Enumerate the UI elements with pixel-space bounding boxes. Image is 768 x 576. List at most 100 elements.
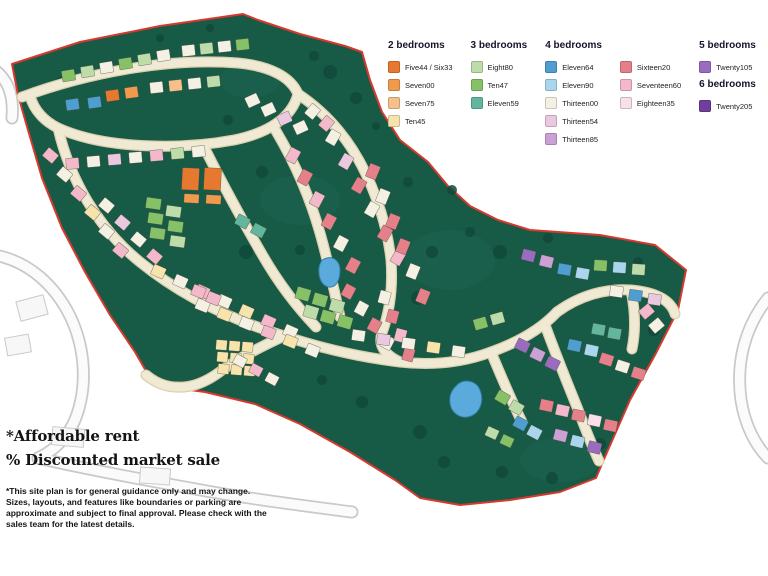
tree <box>426 246 438 258</box>
house <box>363 200 381 219</box>
house <box>609 285 624 298</box>
house <box>205 290 222 307</box>
house <box>149 226 166 241</box>
house <box>318 115 335 132</box>
house <box>385 308 400 325</box>
legend-color-swatch <box>619 79 632 91</box>
house <box>244 92 261 109</box>
house <box>426 341 441 354</box>
house <box>165 204 182 219</box>
house <box>105 89 120 102</box>
legend-item-label: Thirteen54 <box>562 116 599 126</box>
tree <box>323 65 337 79</box>
house <box>529 346 546 363</box>
house <box>147 211 164 226</box>
legend-color-swatch <box>470 61 483 73</box>
house <box>630 366 647 381</box>
house <box>235 38 250 51</box>
house <box>284 146 302 165</box>
house <box>350 176 368 195</box>
house <box>375 187 391 206</box>
house <box>169 234 186 249</box>
house <box>566 338 583 353</box>
house <box>215 339 228 351</box>
house <box>319 309 337 325</box>
house <box>628 289 643 302</box>
legend-item-label: Five44 / Six33 <box>405 62 453 72</box>
house <box>614 359 631 374</box>
house <box>401 337 416 350</box>
house <box>586 440 603 455</box>
house <box>183 193 200 204</box>
legend-item-label: Seventeen60 <box>636 80 682 90</box>
legend-group-title: 6 bedrooms <box>699 79 756 90</box>
house <box>146 248 163 265</box>
house <box>260 101 277 118</box>
house <box>385 212 401 231</box>
legend-item: Twenty205 <box>699 100 756 112</box>
house <box>124 86 139 99</box>
legend-item-label: Eight80 <box>487 62 513 72</box>
house <box>569 434 586 449</box>
house <box>234 213 251 230</box>
house <box>376 333 391 346</box>
house <box>593 259 608 272</box>
house <box>508 399 525 416</box>
house <box>631 263 646 276</box>
house <box>194 297 211 314</box>
house <box>591 322 606 337</box>
legend-item: Eleven64 <box>545 61 602 73</box>
tree <box>496 466 508 478</box>
tree <box>465 227 475 237</box>
house <box>149 81 164 94</box>
tree <box>413 425 427 439</box>
house <box>250 222 267 239</box>
house <box>276 110 293 127</box>
house <box>86 155 101 168</box>
legend-item: Ten45 <box>388 115 453 127</box>
existing-building <box>138 466 172 486</box>
house <box>612 261 627 274</box>
tree <box>206 24 214 32</box>
tree <box>350 92 362 104</box>
existing-building <box>50 426 86 448</box>
tree <box>295 245 305 255</box>
legend-color-swatch <box>545 61 558 73</box>
legend-item: Ten47 <box>470 79 528 91</box>
legend-group-title: 3 bedrooms <box>470 40 528 51</box>
house <box>336 314 354 330</box>
house <box>607 326 622 341</box>
legend-color-swatch <box>619 61 632 73</box>
existing-road <box>740 298 768 458</box>
house <box>107 153 122 166</box>
house <box>520 248 537 263</box>
house <box>80 64 95 79</box>
house <box>514 337 531 354</box>
house <box>65 98 80 111</box>
tree <box>256 166 268 178</box>
house <box>70 185 87 202</box>
existing-building <box>4 333 32 357</box>
house <box>216 306 233 323</box>
house <box>65 157 80 170</box>
house <box>56 166 73 183</box>
legend-item-label: Seven00 <box>405 80 435 90</box>
house <box>538 398 555 413</box>
legend-item-label: Eleven90 <box>562 80 594 90</box>
legend-color-swatch <box>545 115 558 127</box>
house <box>638 303 655 320</box>
legend-color-swatch <box>545 97 558 109</box>
house <box>205 194 222 205</box>
house <box>366 317 383 334</box>
legend-item: Twenty105 <box>699 61 756 73</box>
house <box>128 151 143 164</box>
house <box>87 96 102 109</box>
house <box>172 273 189 290</box>
house <box>451 345 466 358</box>
house <box>337 152 355 171</box>
legend-group-title: 2 bedrooms <box>388 40 445 51</box>
house <box>168 79 183 92</box>
legend-item: Thirteen00 <box>545 97 602 109</box>
